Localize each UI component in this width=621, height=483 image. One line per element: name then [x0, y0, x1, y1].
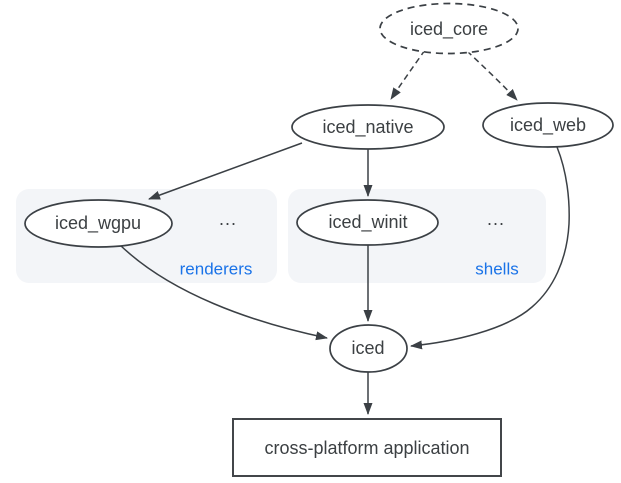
- group-shells-ellipsis: ...: [486, 209, 506, 229]
- group-renderers-ellipsis: ...: [218, 209, 238, 229]
- node-label-iced: iced: [351, 338, 385, 358]
- edge-iced_core-iced_native: [390, 49, 426, 100]
- edge-iced_core-iced_web: [466, 50, 518, 101]
- edge-iced_native-iced_wgpu: [148, 142, 303, 200]
- node-label-iced-wgpu: iced_wgpu: [54, 213, 142, 233]
- node-label-iced-winit: iced_winit: [328, 212, 408, 232]
- node-iced_core-ellipse: [379, 2, 519, 55]
- node-label-iced-native: iced_native: [322, 117, 414, 137]
- node-iced_wgpu-ellipse: [24, 199, 173, 248]
- node-iced_winit-ellipse: [296, 199, 439, 246]
- node-label-app: cross-platform application: [264, 438, 470, 458]
- edge-iced_web-iced: [410, 146, 570, 350]
- group-shells-label: shells: [475, 259, 519, 279]
- edge-iced_wgpu-iced: [119, 244, 328, 341]
- node-iced_web-ellipse: [482, 102, 614, 148]
- group-renderers-label: renderers: [179, 259, 253, 279]
- node-iced_native-ellipse: [291, 104, 445, 150]
- node-app-rect: [232, 418, 502, 477]
- node-label-iced-web: iced_web: [509, 115, 587, 135]
- node-label-iced-core: iced_core: [409, 19, 489, 39]
- node-iced-ellipse: [329, 324, 408, 373]
